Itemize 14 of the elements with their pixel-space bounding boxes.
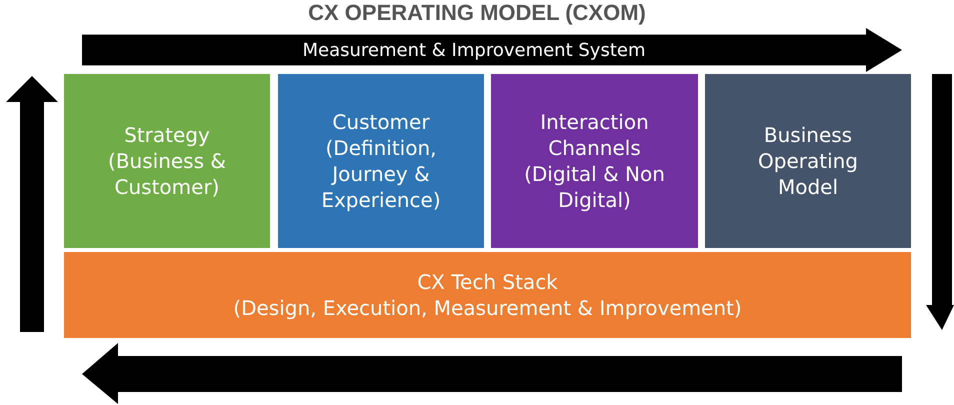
box-label: CX Tech Stack (417, 269, 558, 295)
category-box (278, 74, 484, 248)
diagram-title: CX OPERATING MODEL (CXOM) (307, 0, 647, 26)
category-box (491, 74, 698, 248)
arrow-banner (82, 28, 902, 72)
category-box (64, 252, 911, 338)
arrow-label: Measurement & Improvement System (302, 40, 646, 60)
box-label: Strategy (Business & Customer) (107, 122, 227, 200)
box-label: Customer (Definition, Journey & Experience) (320, 109, 442, 213)
category-box (64, 74, 270, 248)
box-label: (Design, Execution, Measurement & Improvement) (233, 295, 742, 321)
box-label: Business Operating Model (757, 122, 859, 200)
category-box (705, 74, 911, 248)
box-label: Interaction Channels (Digital & Non Digital) (523, 109, 666, 213)
